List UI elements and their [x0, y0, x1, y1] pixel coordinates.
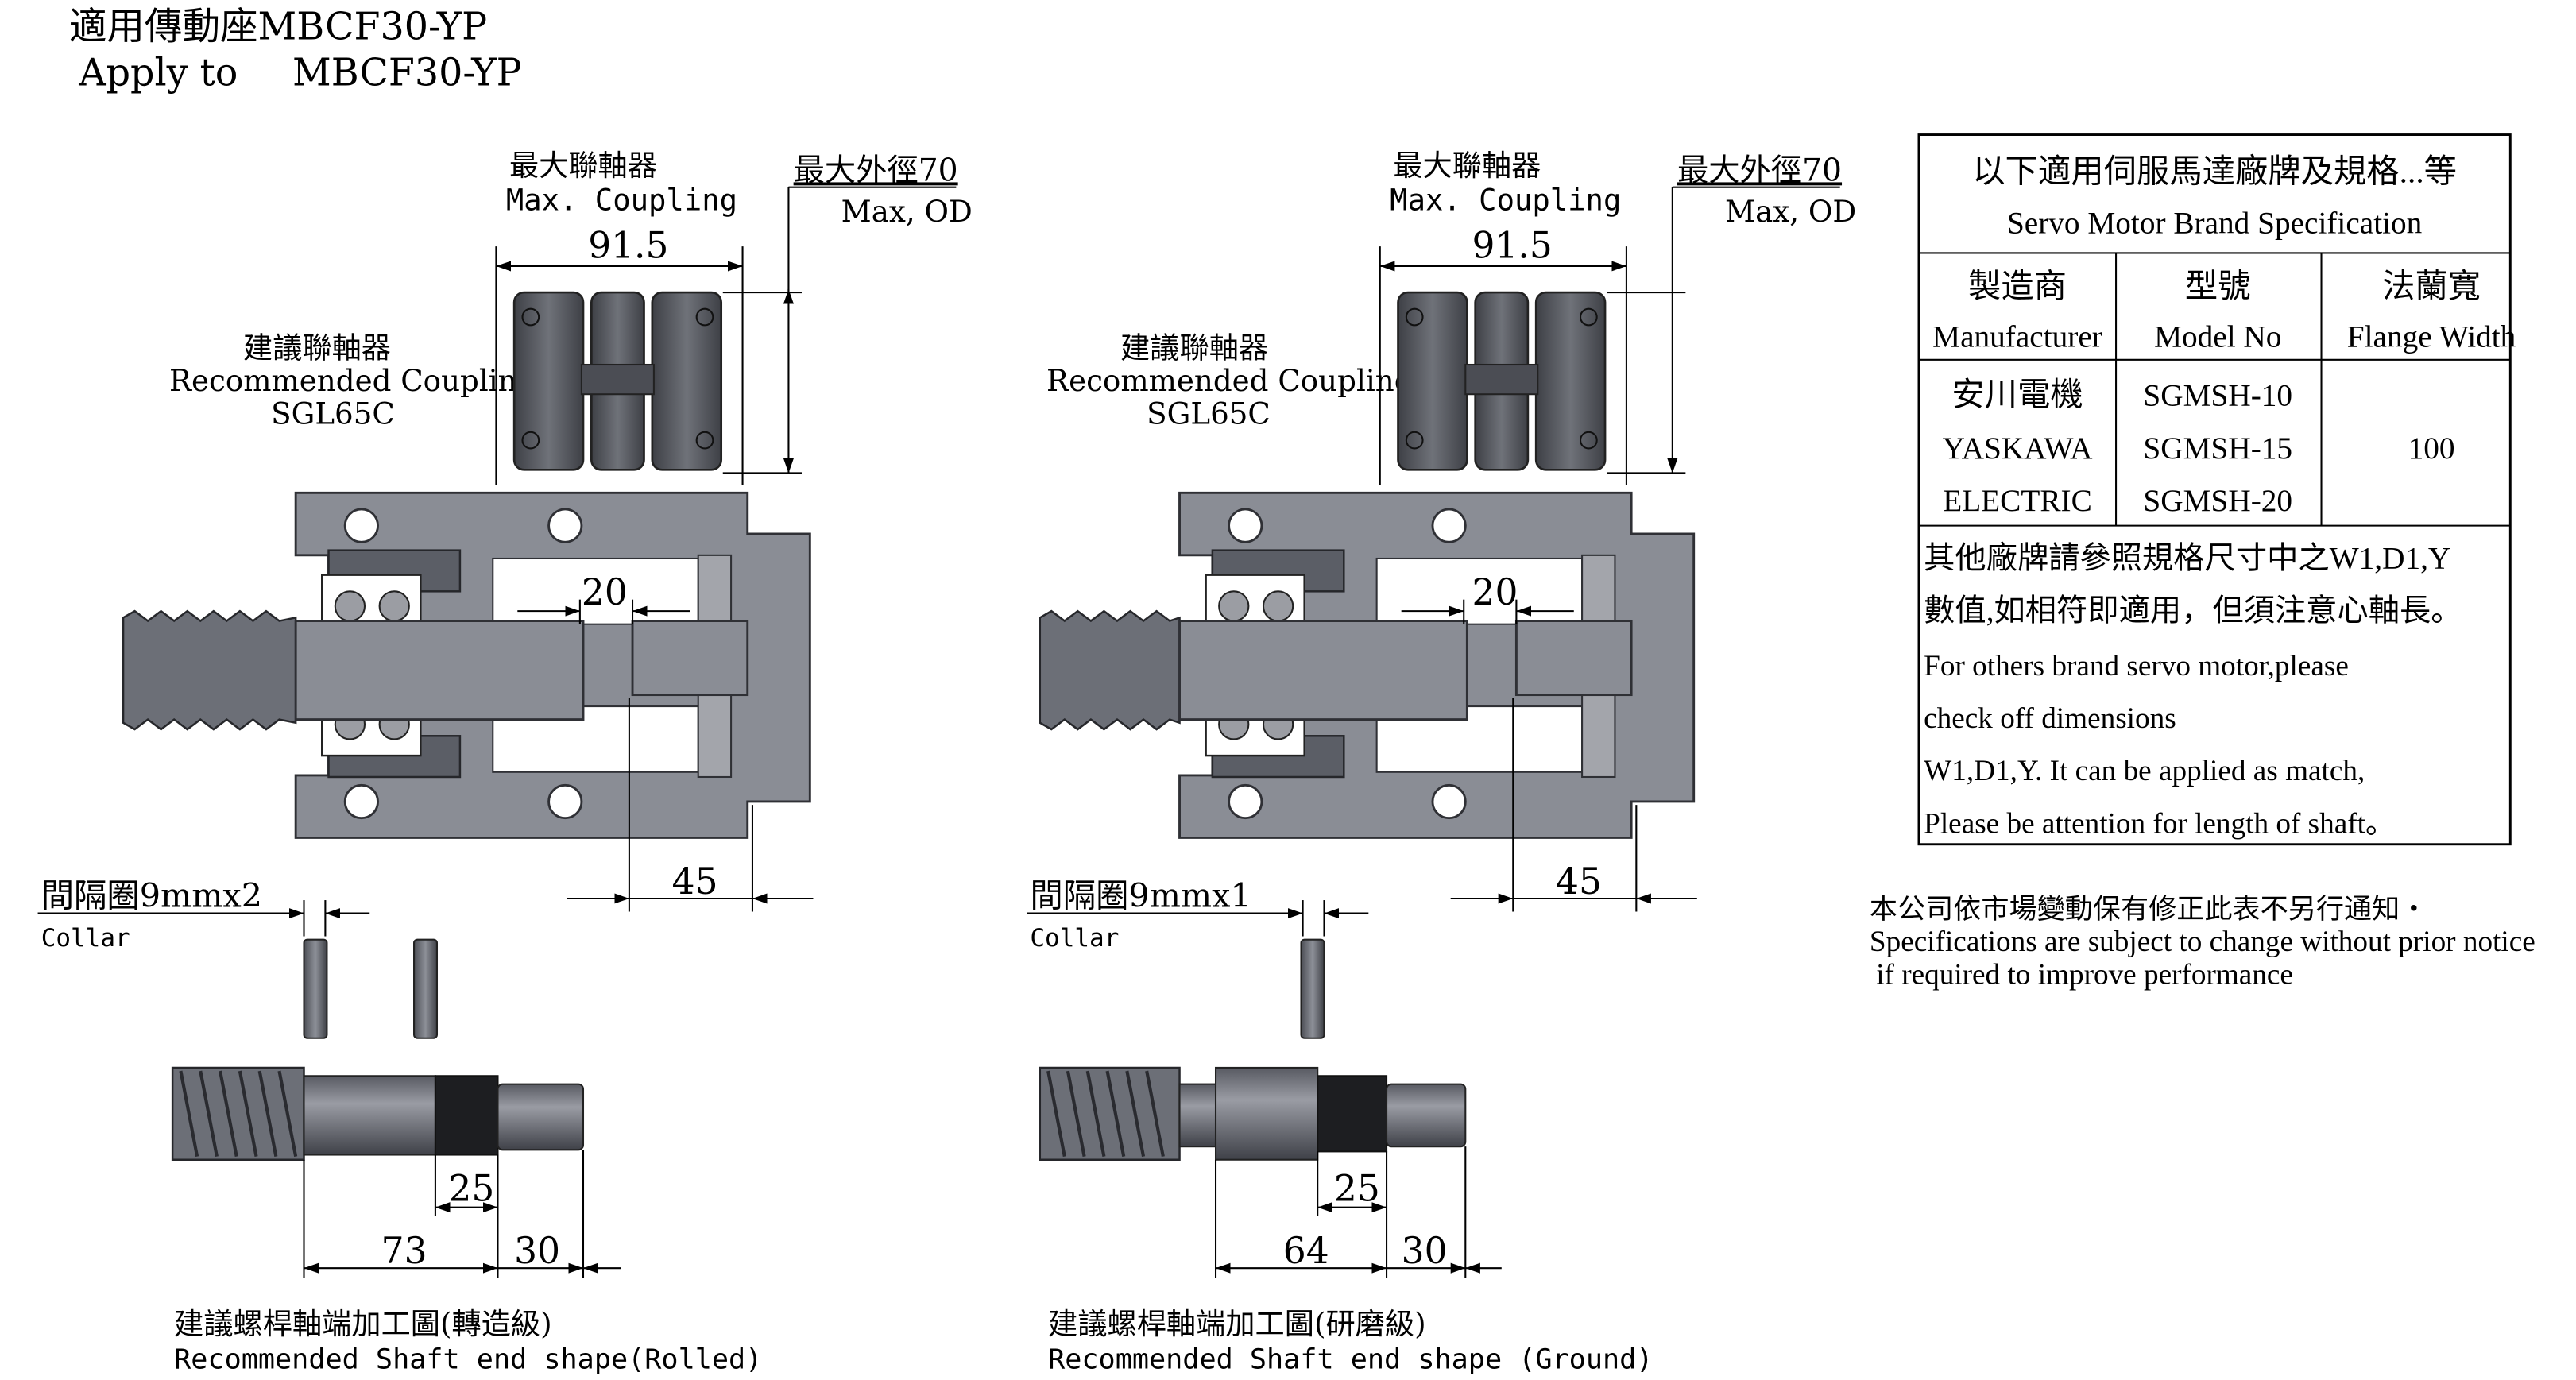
footnote-zh: 本公司依市場變動保有修正此表不另行通知・	[1870, 893, 2428, 926]
note-line: W1,D1,Y. It can be applied as match,	[1924, 755, 2365, 787]
shaft-caption-zh: 建議螺桿軸端加工圖(轉造級)	[174, 1306, 551, 1341]
note-line: 其他廠牌請參照規格尺寸中之W1,D1,Y	[1924, 540, 2450, 575]
footnote-en-1: Specifications are subject to change wit…	[1870, 926, 2535, 958]
shaft-caption-zh: 建議螺桿軸端加工圖(研磨級)	[1048, 1306, 1425, 1341]
dim-shaft-b: 73	[381, 1230, 427, 1272]
table-title-zh: 以下適用伺服馬達廠牌及規格...等	[1972, 153, 2457, 190]
dim-shaft-b: 64	[1283, 1230, 1329, 1272]
maker-line: 安川電機	[1951, 377, 2083, 413]
collar-en: Collar	[1030, 924, 1119, 953]
maker-line: YASKAWA	[1943, 431, 2093, 466]
apply-label: Apply to	[78, 52, 238, 95]
maker-line: ELECTRIC	[1943, 484, 2092, 518]
shaft-end-rolled	[171, 1066, 585, 1161]
dim-flange: 45	[1556, 860, 1602, 903]
header-flange-en: Flange Width	[2347, 319, 2516, 354]
header-manufacturer-en: Manufacturer	[1932, 319, 2102, 354]
dim-shaft-c: 30	[514, 1230, 560, 1272]
shaft-caption-en: Recommended Shaft end shape(Rolled)	[174, 1343, 762, 1375]
model-cell: SGMSH-20	[2143, 484, 2292, 518]
dim-coupling-length: 91.5	[1472, 225, 1553, 267]
flange-width-cell: 100	[2408, 431, 2455, 466]
note-line: 數值,如相符即適用，但須注意心軸長。	[1924, 593, 2462, 628]
ball-screw-shaft	[1039, 609, 1633, 731]
shaft-caption-en: Recommended Shaft end shape (Ground)	[1048, 1343, 1653, 1375]
apply-model: MBCF30-YP	[292, 52, 522, 95]
collar-zh: 間隔圈9mmx1	[1030, 876, 1251, 914]
dim-gap: 20	[1472, 571, 1518, 613]
max-coupling-en: Max. Coupling	[1390, 183, 1621, 218]
ball-screw-shaft	[122, 609, 749, 731]
max-od-en: Max, OD	[841, 194, 973, 229]
rec-coupling-zh: 建議聯軸器	[1120, 331, 1268, 365]
coupling-sgl65c	[1397, 291, 1607, 471]
max-od-zh: 最大外徑70	[794, 153, 958, 188]
dim-shaft-a: 25	[1334, 1167, 1380, 1209]
collar-ring	[413, 938, 439, 1039]
dim-shaft-c: 30	[1402, 1230, 1448, 1272]
header-model-zh: 型號	[2185, 268, 2251, 304]
dim-gap: 20	[582, 571, 628, 613]
dim-shaft-a: 25	[448, 1167, 494, 1209]
rec-coupling-model: SGL65C	[1147, 396, 1271, 431]
rec-coupling-model: SGL65C	[271, 396, 395, 431]
collar-ring	[303, 938, 328, 1039]
assembly-left: 最大聯軸器 Max. Coupling 最大外徑70 Max, OD 91.5 …	[37, 148, 973, 1375]
collar-ring	[1300, 938, 1325, 1039]
model-cell: SGMSH-10	[2143, 379, 2292, 413]
coupling-sgl65c	[512, 291, 723, 471]
note-line: Please be attention for length of shaft。	[1924, 807, 2395, 840]
model-cell: SGMSH-15	[2143, 431, 2292, 466]
max-od-en: Max, OD	[1725, 194, 1856, 229]
max-od-zh: 最大外徑70	[1677, 153, 1842, 188]
header-model-en: Model No	[2154, 319, 2281, 354]
footnote-en-2: if required to improve performance	[1876, 958, 2293, 991]
rec-coupling-en: Recommended Coupling	[169, 363, 536, 398]
header-manufacturer-zh: 製造商	[1968, 268, 2067, 304]
max-coupling-zh: 最大聯軸器	[1393, 148, 1541, 183]
title-zh: 適用傳動座MBCF30-YP	[69, 6, 487, 49]
header-flange-zh: 法蘭寬	[2382, 268, 2481, 304]
table-title-en: Servo Motor Brand Specification	[2007, 207, 2423, 241]
rec-coupling-zh: 建議聯軸器	[243, 331, 391, 365]
rec-coupling-en: Recommended Coupling	[1046, 363, 1413, 398]
dim-coupling-length: 91.5	[588, 225, 668, 267]
servo-spec-table: 以下適用伺服馬達廠牌及規格...等 Servo Motor Brand Spec…	[1917, 133, 2516, 846]
dim-flange: 45	[672, 860, 718, 903]
note-line: For others brand servo motor,please	[1924, 650, 2349, 682]
collar-zh: 間隔圈9mmx2	[41, 876, 262, 914]
max-coupling-en: Max. Coupling	[506, 183, 737, 218]
shaft-end-ground	[1039, 1066, 1467, 1161]
collar-en: Collar	[41, 924, 130, 953]
max-coupling-zh: 最大聯軸器	[509, 148, 657, 183]
note-line: check off dimensions	[1924, 702, 2176, 735]
assembly-right: 最大聯軸器 Max. Coupling 最大外徑70 Max, OD 91.5 …	[1027, 148, 1856, 1375]
